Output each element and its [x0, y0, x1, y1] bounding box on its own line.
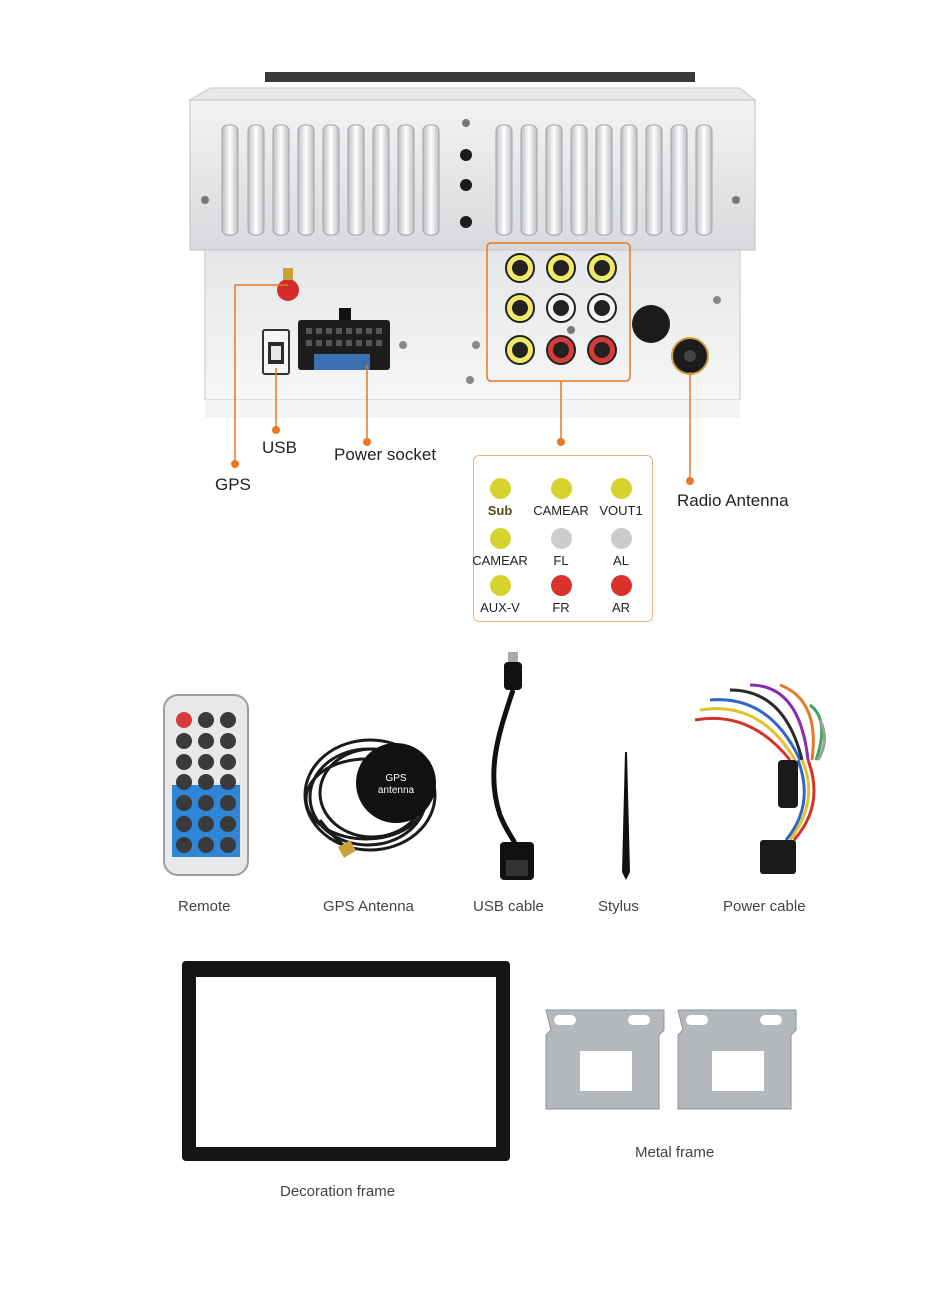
legend-item-sub: Sub [471, 478, 529, 518]
gps-antenna-print: GPS antenna [377, 773, 415, 796]
radio-antenna-label: Radio Antenna [677, 491, 789, 510]
remote-control-image [163, 694, 249, 876]
usb-cable-image [491, 652, 534, 880]
usb-label: USB [262, 438, 297, 457]
metal-frame-image-left [545, 1009, 665, 1110]
legend-dot [610, 478, 632, 499]
legend-dot [550, 478, 572, 499]
legend-item-al: AL [592, 528, 650, 568]
legend-label: CAMEAR [472, 553, 528, 568]
legend-dot [610, 528, 632, 549]
rca-legend: Sub CAMEAR VOUT1 CAMEAR FL AL AUX-V FR A… [471, 455, 653, 622]
legend-label: CAMEAR [533, 503, 589, 518]
head-unit-rear-illustration [188, 72, 757, 485]
power-cable-caption: Power cable [723, 898, 806, 915]
legend-label: Sub [487, 503, 513, 518]
power-cable-image [694, 683, 826, 874]
legend-dot [550, 575, 572, 596]
usb-cable-caption: USB cable [473, 898, 544, 915]
decoration-frame-caption: Decoration frame [280, 1183, 396, 1200]
decoration-frame-image [182, 961, 510, 1161]
legend-label: VOUT1 [599, 503, 643, 518]
gps-label: GPS [215, 475, 251, 494]
remote-caption: Remote [178, 898, 231, 915]
legend-label: AL [613, 553, 629, 568]
legend-item-camear-2: CAMEAR [471, 528, 529, 568]
metal-frame-caption: Metal frame [635, 1144, 715, 1161]
gps-antenna-caption: GPS Antenna [323, 898, 414, 915]
legend-dot [489, 575, 511, 596]
legend-item-vout1: VOUT1 [592, 478, 650, 518]
stylus-caption: Stylus [598, 898, 639, 915]
power-socket-label: Power socket [334, 445, 437, 464]
legend-item-fl: FL [532, 528, 590, 568]
legend-dot [489, 478, 511, 499]
legend-label: AUX-V [480, 600, 520, 615]
gps-antenna-image [303, 738, 437, 858]
legend-item-fr: FR [532, 575, 590, 615]
stylus-image [622, 752, 630, 880]
legend-label: FL [553, 553, 569, 568]
legend-label: AR [611, 600, 631, 615]
legend-dot [610, 575, 632, 596]
legend-dot [550, 528, 572, 549]
legend-dot [489, 528, 511, 549]
legend-label: FR [552, 600, 570, 615]
metal-frame-image-right [677, 1009, 797, 1110]
legend-item-ar: AR [592, 575, 650, 615]
legend-item-aux-v: AUX-V [471, 575, 529, 615]
legend-item-camear: CAMEAR [532, 478, 590, 518]
